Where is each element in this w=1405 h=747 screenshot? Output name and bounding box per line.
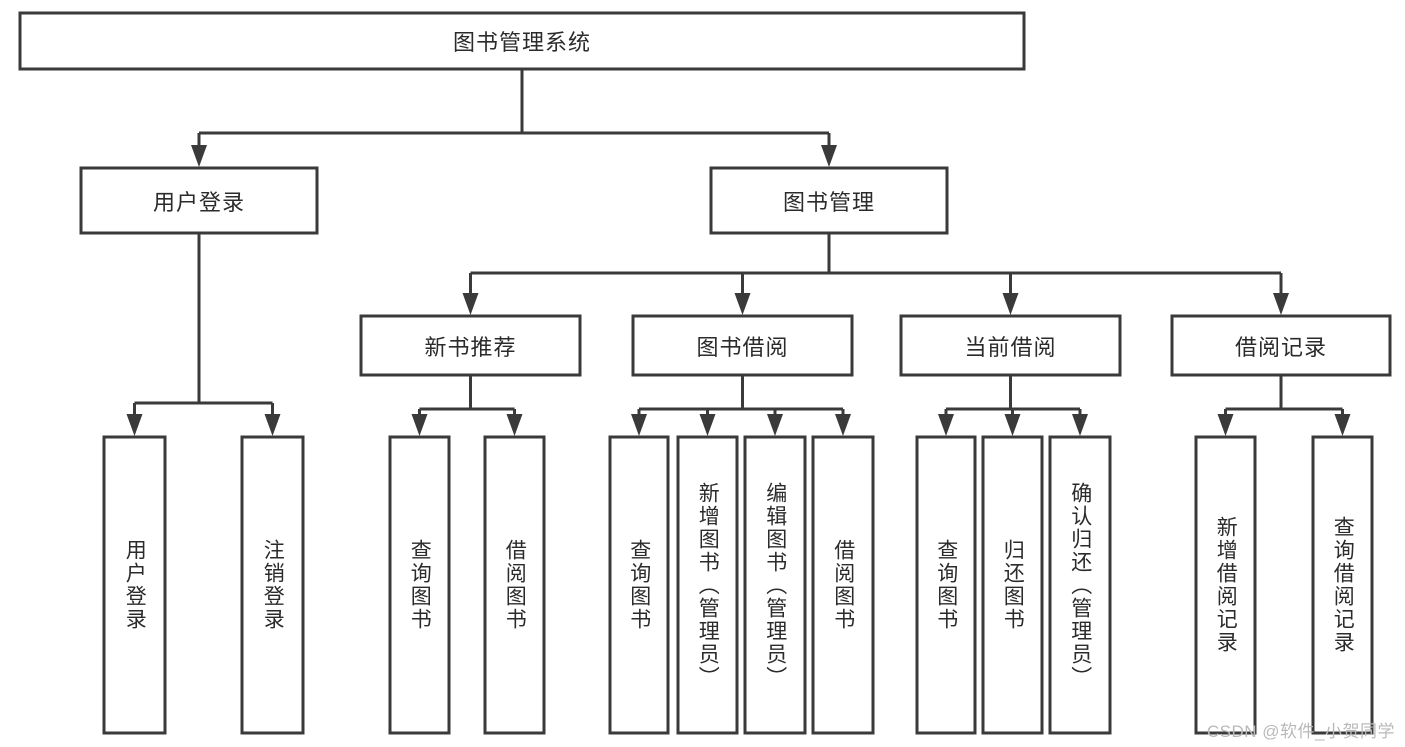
arrow-head-icon [1002, 293, 1019, 315]
node-box[interactable] [631, 314, 854, 377]
node-box[interactable] [102, 435, 167, 735]
node-box[interactable] [240, 435, 305, 735]
arrow-head-icon [767, 414, 783, 436]
arrow-head-icon [411, 414, 428, 436]
node-boxes [18, 11, 1392, 735]
arrow-head-icon [1334, 414, 1351, 436]
arrow-head-icon [1217, 414, 1234, 436]
arrow-head-icon [462, 293, 479, 315]
arrow-head-icon [1273, 293, 1289, 315]
node-box[interactable] [1311, 435, 1374, 735]
node-box[interactable] [1170, 314, 1392, 377]
arrow-head-icon [699, 414, 716, 436]
node-box[interactable] [811, 435, 875, 735]
node-box[interactable] [709, 166, 949, 235]
node-box[interactable] [915, 435, 977, 735]
arrow-head-icon [734, 293, 751, 315]
node-box[interactable] [981, 435, 1044, 735]
node-box[interactable] [676, 435, 739, 735]
arrow-head-icon [506, 414, 523, 436]
connector-edges [126, 69, 1351, 436]
arrow-head-icon [938, 414, 954, 436]
watermark-text: CSDN @软件_小贺同学 [1206, 722, 1395, 741]
node-box[interactable] [608, 435, 670, 735]
arrow-head-icon [1004, 414, 1021, 436]
node-box[interactable] [388, 435, 451, 735]
node-box[interactable] [359, 314, 582, 377]
node-box[interactable] [483, 435, 546, 735]
arrow-head-icon [191, 145, 207, 167]
node-box[interactable] [1194, 435, 1257, 735]
arrow-head-icon [126, 414, 143, 436]
node-box[interactable] [79, 166, 319, 235]
node-box[interactable] [18, 11, 1026, 71]
node-box[interactable] [899, 314, 1122, 377]
arrow-head-icon [835, 414, 851, 436]
arrow-head-icon [264, 414, 281, 436]
arrow-head-icon [1072, 414, 1088, 436]
node-box[interactable] [1048, 435, 1112, 735]
arrow-head-icon [631, 414, 647, 436]
node-box[interactable] [743, 435, 807, 735]
arrow-head-icon [821, 145, 837, 167]
